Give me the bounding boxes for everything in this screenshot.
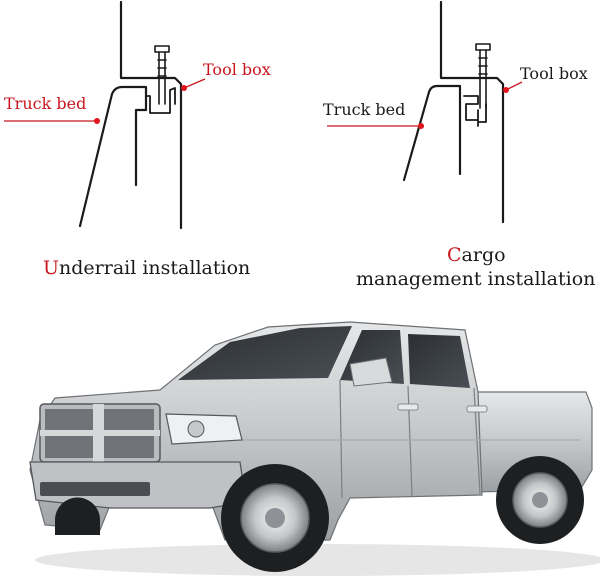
caption-initial: U bbox=[43, 257, 60, 279]
front-wheel bbox=[221, 464, 329, 572]
underrail-diagram bbox=[78, 0, 183, 230]
pickup-truck-image bbox=[29, 321, 600, 576]
rear-wheel bbox=[496, 456, 584, 544]
caption-text: argo bbox=[461, 244, 506, 266]
tool-box-outline bbox=[439, 0, 505, 224]
truck-bed-rail bbox=[402, 84, 462, 182]
door-handle bbox=[397, 403, 419, 411]
tool-box-outline bbox=[119, 0, 183, 230]
rear-door-window bbox=[408, 334, 470, 388]
clamp-bracket bbox=[145, 87, 176, 114]
underrail-caption: Underrail installation bbox=[43, 257, 250, 279]
caption-initial: C bbox=[447, 244, 462, 266]
windshield bbox=[178, 326, 352, 380]
right-tool-box-label: Tool box bbox=[520, 64, 588, 83]
front-wheel-far bbox=[55, 497, 100, 535]
cargo-management-diagram bbox=[402, 0, 505, 224]
side-mirror bbox=[349, 357, 393, 387]
caption-text: nderrail installation bbox=[59, 257, 251, 279]
right-callout-lines bbox=[327, 81, 523, 129]
left-truck-bed-label: Truck bed bbox=[4, 94, 87, 113]
door-handle bbox=[466, 405, 488, 413]
clamp-bracket bbox=[463, 95, 487, 127]
mounting-bolt bbox=[475, 43, 491, 109]
left-callout-lines bbox=[4, 78, 206, 124]
front-grille bbox=[39, 403, 161, 463]
truck-bed-rail bbox=[78, 85, 148, 228]
cargo-caption-line2: management installation bbox=[356, 268, 596, 290]
right-truck-bed-label: Truck bed bbox=[323, 100, 406, 119]
left-tool-box-label: Tool box bbox=[203, 60, 271, 79]
mounting-bolt bbox=[154, 45, 170, 105]
cargo-caption-line1: Cargo bbox=[447, 244, 506, 266]
